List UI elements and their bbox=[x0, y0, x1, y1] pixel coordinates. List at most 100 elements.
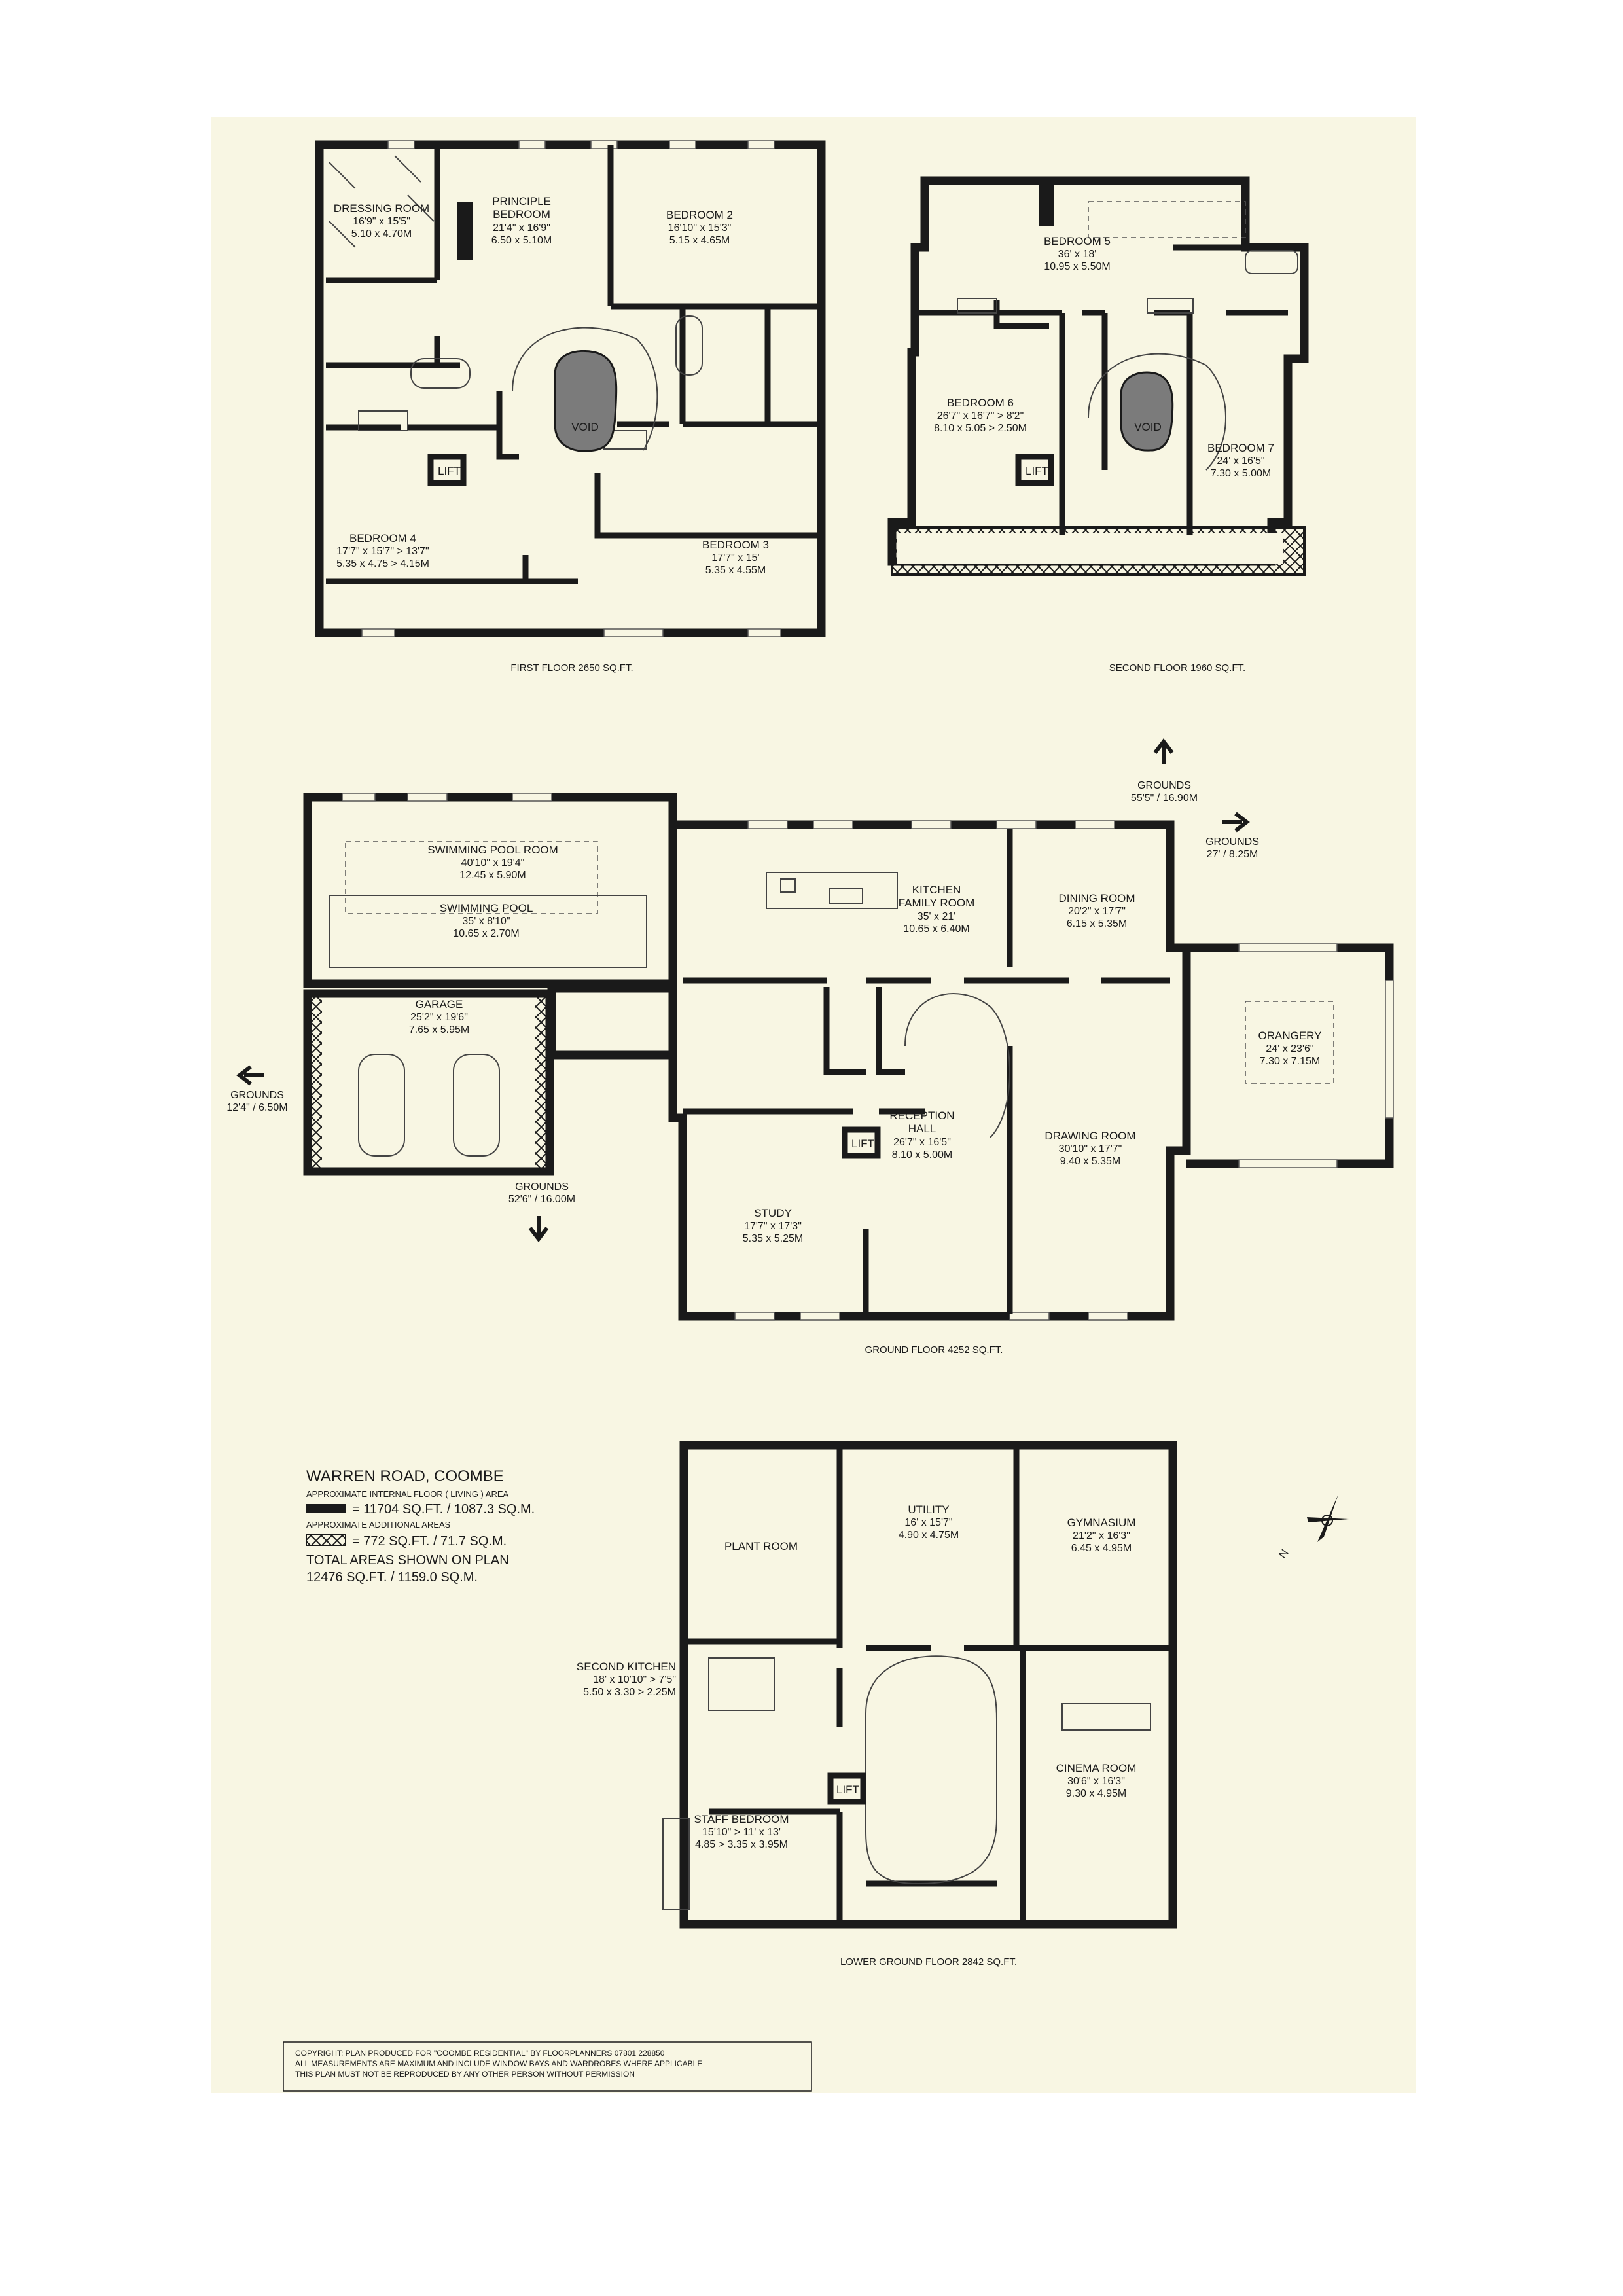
svg-text:5.35 x 4.75 > 4.15M: 5.35 x 4.75 > 4.15M bbox=[336, 558, 429, 569]
bedroom-4-label: BEDROOM 4 17'7" x 15'7" > 13'7" 5.35 x 4… bbox=[336, 532, 429, 569]
bedroom-6-label: BEDROOM 6 26'7" x 16'7" > 8'2" 8.10 x 5.… bbox=[934, 397, 1027, 434]
svg-text:25'2" x 19'6": 25'2" x 19'6" bbox=[410, 1012, 468, 1023]
area-legend: WARREN ROAD, COOMBE APPROXIMATE INTERNAL… bbox=[306, 1467, 535, 1585]
svg-text:UTILITY: UTILITY bbox=[908, 1503, 949, 1516]
svg-text:27' / 8.25M: 27' / 8.25M bbox=[1207, 849, 1258, 860]
ground-floor-caption: GROUND FLOOR 4252 SQ.FT. bbox=[865, 1344, 1003, 1355]
svg-text:12'4" / 6.50M: 12'4" / 6.50M bbox=[226, 1102, 287, 1113]
second-floor-lift bbox=[1015, 454, 1054, 486]
first-floor-plan: LIFT DRESSING ROOM 16'9" x 15'5" 5.10 x … bbox=[315, 140, 826, 673]
svg-text:55'5" / 16.90M: 55'5" / 16.90M bbox=[1131, 793, 1198, 804]
second-floor-caption: SECOND FLOOR 1960 SQ.FT. bbox=[1109, 662, 1245, 673]
swimming-pool-room-label: SWIMMING POOL ROOM 40'10" x 19'4" 12.45 … bbox=[427, 844, 558, 881]
svg-text:LIFT: LIFT bbox=[438, 465, 461, 477]
svg-text:BEDROOM 7: BEDROOM 7 bbox=[1207, 442, 1274, 454]
bedroom-7-label: BEDROOM 7 24' x 16'5" 7.30 x 5.00M bbox=[1207, 442, 1274, 479]
grounds-south-label: GROUNDS 52'6" / 16.00M bbox=[508, 1181, 575, 1205]
compass-rose-icon: N bbox=[1276, 1494, 1349, 1561]
svg-text:20'2" x 17'7": 20'2" x 17'7" bbox=[1068, 906, 1126, 917]
additional-area-value: = 772 SQ.FT. / 71.7 SQ.M. bbox=[352, 1534, 507, 1549]
svg-text:ALL MEASUREMENTS ARE MAXIMUM A: ALL MEASUREMENTS ARE MAXIMUM AND INCLUDE… bbox=[295, 2059, 702, 2068]
reception-hall-label: RECEPTION HALL 26'7" x 16'5" 8.10 x 5.00… bbox=[889, 1109, 954, 1160]
svg-text:5.35 x 5.25M: 5.35 x 5.25M bbox=[743, 1233, 804, 1244]
svg-text:6.50 x 5.10M: 6.50 x 5.10M bbox=[491, 235, 552, 246]
svg-text:16' x 15'7": 16' x 15'7" bbox=[904, 1517, 952, 1528]
floorplan-sheet: LIFT DRESSING ROOM 16'9" x 15'5" 5.10 x … bbox=[211, 117, 1416, 2093]
svg-text:7.65 x 5.95M: 7.65 x 5.95M bbox=[409, 1024, 470, 1035]
svg-text:4.90 x 4.75M: 4.90 x 4.75M bbox=[899, 1530, 959, 1541]
lower-ground-lift bbox=[827, 1772, 866, 1805]
utility-label: UTILITY 16' x 15'7" 4.90 x 4.75M bbox=[899, 1503, 959, 1541]
grounds-east-label: GROUNDS 27' / 8.25M bbox=[1205, 836, 1259, 860]
floorplan-drawing: LIFT DRESSING ROOM 16'9" x 15'5" 5.10 x … bbox=[226, 140, 1394, 2092]
first-floor-void-label: VOID bbox=[571, 421, 599, 433]
bedroom-2-label: BEDROOM 2 16'10" x 15'3" 5.15 x 4.65M bbox=[666, 209, 733, 246]
ground-floor-lift bbox=[842, 1126, 881, 1159]
svg-text:30'6" x 16'3": 30'6" x 16'3" bbox=[1067, 1776, 1125, 1787]
svg-text:HALL: HALL bbox=[908, 1122, 936, 1135]
first-floor-caption: FIRST FLOOR 2650 SQ.FT. bbox=[510, 662, 633, 673]
svg-text:DRAWING ROOM: DRAWING ROOM bbox=[1044, 1130, 1135, 1142]
svg-text:24' x 16'5": 24' x 16'5" bbox=[1217, 456, 1264, 467]
svg-text:16'10" x 15'3": 16'10" x 15'3" bbox=[668, 223, 732, 234]
svg-text:4.85 > 3.35 x 3.95M: 4.85 > 3.35 x 3.95M bbox=[695, 1839, 788, 1850]
svg-text:BEDROOM 5: BEDROOM 5 bbox=[1044, 235, 1111, 247]
cinema-room-label: CINEMA ROOM 30'6" x 16'3" 9.30 x 4.95M bbox=[1056, 1762, 1137, 1799]
svg-text:GARAGE: GARAGE bbox=[416, 998, 463, 1011]
first-floor-outline bbox=[315, 140, 826, 637]
svg-text:CINEMA ROOM: CINEMA ROOM bbox=[1056, 1762, 1137, 1774]
svg-text:8.10 x 5.05 > 2.50M: 8.10 x 5.05 > 2.50M bbox=[934, 423, 1027, 434]
second-floor-void-label: VOID bbox=[1134, 421, 1162, 433]
svg-text:17'7" x 15'7" > 13'7": 17'7" x 15'7" > 13'7" bbox=[336, 546, 429, 557]
principle-bedroom-label: PRINCIPLE BEDROOM 21'4" x 16'9" 6.50 x 5… bbox=[491, 195, 552, 246]
gymnasium-label: GYMNASIUM 21'2" x 16'3" 6.45 x 4.95M bbox=[1067, 1516, 1136, 1554]
svg-text:5.15 x 4.65M: 5.15 x 4.65M bbox=[669, 235, 730, 246]
staff-bedroom-label: STAFF BEDROOM 15'10" > 11' x 13' 4.85 > … bbox=[694, 1813, 789, 1850]
svg-text:35' x 8'10": 35' x 8'10" bbox=[462, 916, 510, 927]
svg-text:10.65 x 2.70M: 10.65 x 2.70M bbox=[453, 928, 519, 939]
svg-text:15'10" > 11' x 13': 15'10" > 11' x 13' bbox=[702, 1827, 781, 1838]
svg-text:FAMILY ROOM: FAMILY ROOM bbox=[899, 897, 975, 909]
ground-floor-outline bbox=[668, 820, 1191, 1321]
svg-text:7.30 x 5.00M: 7.30 x 5.00M bbox=[1211, 468, 1272, 479]
additional-area-label: APPROXIMATE ADDITIONAL AREAS bbox=[306, 1520, 451, 1530]
svg-text:BEDROOM 2: BEDROOM 2 bbox=[666, 209, 733, 221]
svg-text:LIFT: LIFT bbox=[836, 1784, 859, 1796]
svg-text:BEDROOM 3: BEDROOM 3 bbox=[702, 539, 769, 551]
svg-text:5.50 x 3.30 > 2.25M: 5.50 x 3.30 > 2.25M bbox=[583, 1687, 676, 1698]
dressing-room-label: DRESSING ROOM 16'9" x 15'5" 5.10 x 4.70M bbox=[334, 202, 429, 240]
internal-area-value: = 11704 SQ.FT. / 1087.3 SQ.M. bbox=[352, 1502, 535, 1516]
svg-text:GROUNDS: GROUNDS bbox=[230, 1090, 284, 1101]
svg-text:BEDROOM: BEDROOM bbox=[493, 208, 550, 221]
orangery-label: ORANGERY 24' x 23'6" 7.30 x 7.15M bbox=[1258, 1030, 1322, 1067]
internal-area-swatch bbox=[306, 1504, 346, 1513]
first-floor-void bbox=[554, 350, 618, 452]
svg-text:STUDY: STUDY bbox=[754, 1207, 792, 1219]
grounds-south-arrow bbox=[528, 1216, 549, 1242]
pool-room-outline bbox=[303, 793, 677, 988]
svg-text:21'2" x 16'3": 21'2" x 16'3" bbox=[1073, 1530, 1130, 1541]
svg-text:ORANGERY: ORANGERY bbox=[1258, 1030, 1322, 1042]
svg-text:SWIMMING POOL: SWIMMING POOL bbox=[440, 902, 533, 914]
svg-text:9.30 x 4.95M: 9.30 x 4.95M bbox=[1066, 1788, 1127, 1799]
svg-text:9.40 x 5.35M: 9.40 x 5.35M bbox=[1060, 1156, 1121, 1167]
additional-area-swatch bbox=[306, 1534, 346, 1546]
grounds-west-label: GROUNDS 12'4" / 6.50M bbox=[226, 1090, 287, 1113]
svg-text:THIS PLAN MUST NOT BE REPRODUC: THIS PLAN MUST NOT BE REPRODUCED BY ANY … bbox=[295, 2070, 635, 2079]
svg-text:GYMNASIUM: GYMNASIUM bbox=[1067, 1516, 1136, 1529]
grounds-east-arrow bbox=[1222, 812, 1250, 833]
svg-text:DINING ROOM: DINING ROOM bbox=[1058, 892, 1135, 905]
svg-text:GROUNDS: GROUNDS bbox=[1205, 836, 1259, 848]
bedroom-5-label: BEDROOM 5 36' x 18' 10.95 x 5.50M bbox=[1044, 235, 1111, 272]
copyright-notice: COPYRIGHT: PLAN PRODUCED FOR "COOMBE RES… bbox=[283, 2041, 812, 2092]
svg-text:26'7" x 16'7" > 8'2": 26'7" x 16'7" > 8'2" bbox=[937, 410, 1024, 422]
svg-text:RECEPTION: RECEPTION bbox=[889, 1109, 954, 1122]
plant-room-label: PLANT ROOM bbox=[724, 1540, 798, 1552]
svg-text:6.15 x 5.35M: 6.15 x 5.35M bbox=[1067, 918, 1128, 929]
svg-text:5.35 x 4.55M: 5.35 x 4.55M bbox=[705, 565, 766, 576]
svg-text:17'7" x 15': 17'7" x 15' bbox=[711, 552, 759, 564]
grounds-north-arrow bbox=[1153, 738, 1174, 764]
svg-text:SECOND KITCHEN: SECOND KITCHEN bbox=[577, 1660, 676, 1673]
lower-ground-floor-caption: LOWER GROUND FLOOR 2842 SQ.FT. bbox=[840, 1956, 1017, 1967]
kitchen-family-room-label: KITCHEN FAMILY ROOM 35' x 21' 10.65 x 6.… bbox=[899, 884, 975, 935]
